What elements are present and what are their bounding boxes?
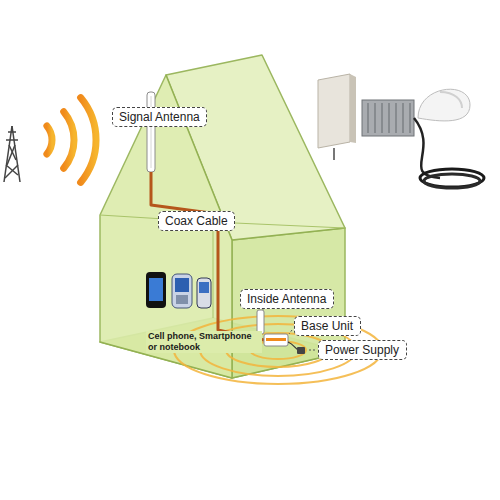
callout-text: Signal Antenna [119,110,200,124]
booster-fins [368,103,410,133]
smartphone [172,274,192,308]
cell-phone [197,278,211,308]
callout-text: Coax Cable [165,214,228,228]
callout-box: Power Supply [318,340,407,360]
signal-wave [64,112,74,169]
callout-text: Base Unit [301,319,354,333]
callout-text: Power Supply [325,343,400,357]
coax-cable [151,172,264,340]
fin [409,103,411,133]
callout-box: Base Unit [294,316,361,336]
device-label: Cell phone, Smartphone or notebook [146,331,262,353]
tower-arm [6,139,18,141]
panel-mount [333,148,335,160]
fin [402,103,404,133]
fin [367,103,369,133]
callout-box: Inside Antenna [240,289,334,309]
panel-antenna [318,74,350,148]
leader-line [307,350,315,351]
house-inner-edge [213,222,214,318]
phone-screen [175,278,189,292]
leader-line [289,330,292,334]
tower-arm [8,131,16,133]
panel-antenna-side [350,74,356,143]
dome-antenna [418,89,470,121]
callout-box: Coax Cable [158,211,235,231]
fin [381,103,383,133]
dome-shading [440,92,462,108]
fin [374,103,376,133]
phone-screen [149,278,163,301]
signal-wave [81,98,96,183]
tower-brace [7,145,15,165]
fin [395,103,397,133]
tower-brace [5,165,18,178]
base-unit [264,334,288,346]
power-plug [297,347,305,354]
signal-waves [47,98,96,183]
phone-screen [199,282,209,293]
smartphone [146,272,166,308]
fin [388,103,390,133]
roof-antenna [147,92,155,172]
callout-text: Inside Antenna [247,292,327,306]
phones [146,272,211,308]
product-photo [318,74,484,188]
phone-keypad [176,295,188,304]
antenna-mast [147,92,155,172]
cable-coil [424,174,480,188]
callout-box: Signal Antenna [112,107,207,127]
power-cord [288,342,298,350]
cell-tower [4,126,20,182]
base-unit-stripe [266,338,286,341]
cable-coil [420,169,484,187]
signal-wave [47,126,52,154]
booster-unit [362,100,414,136]
